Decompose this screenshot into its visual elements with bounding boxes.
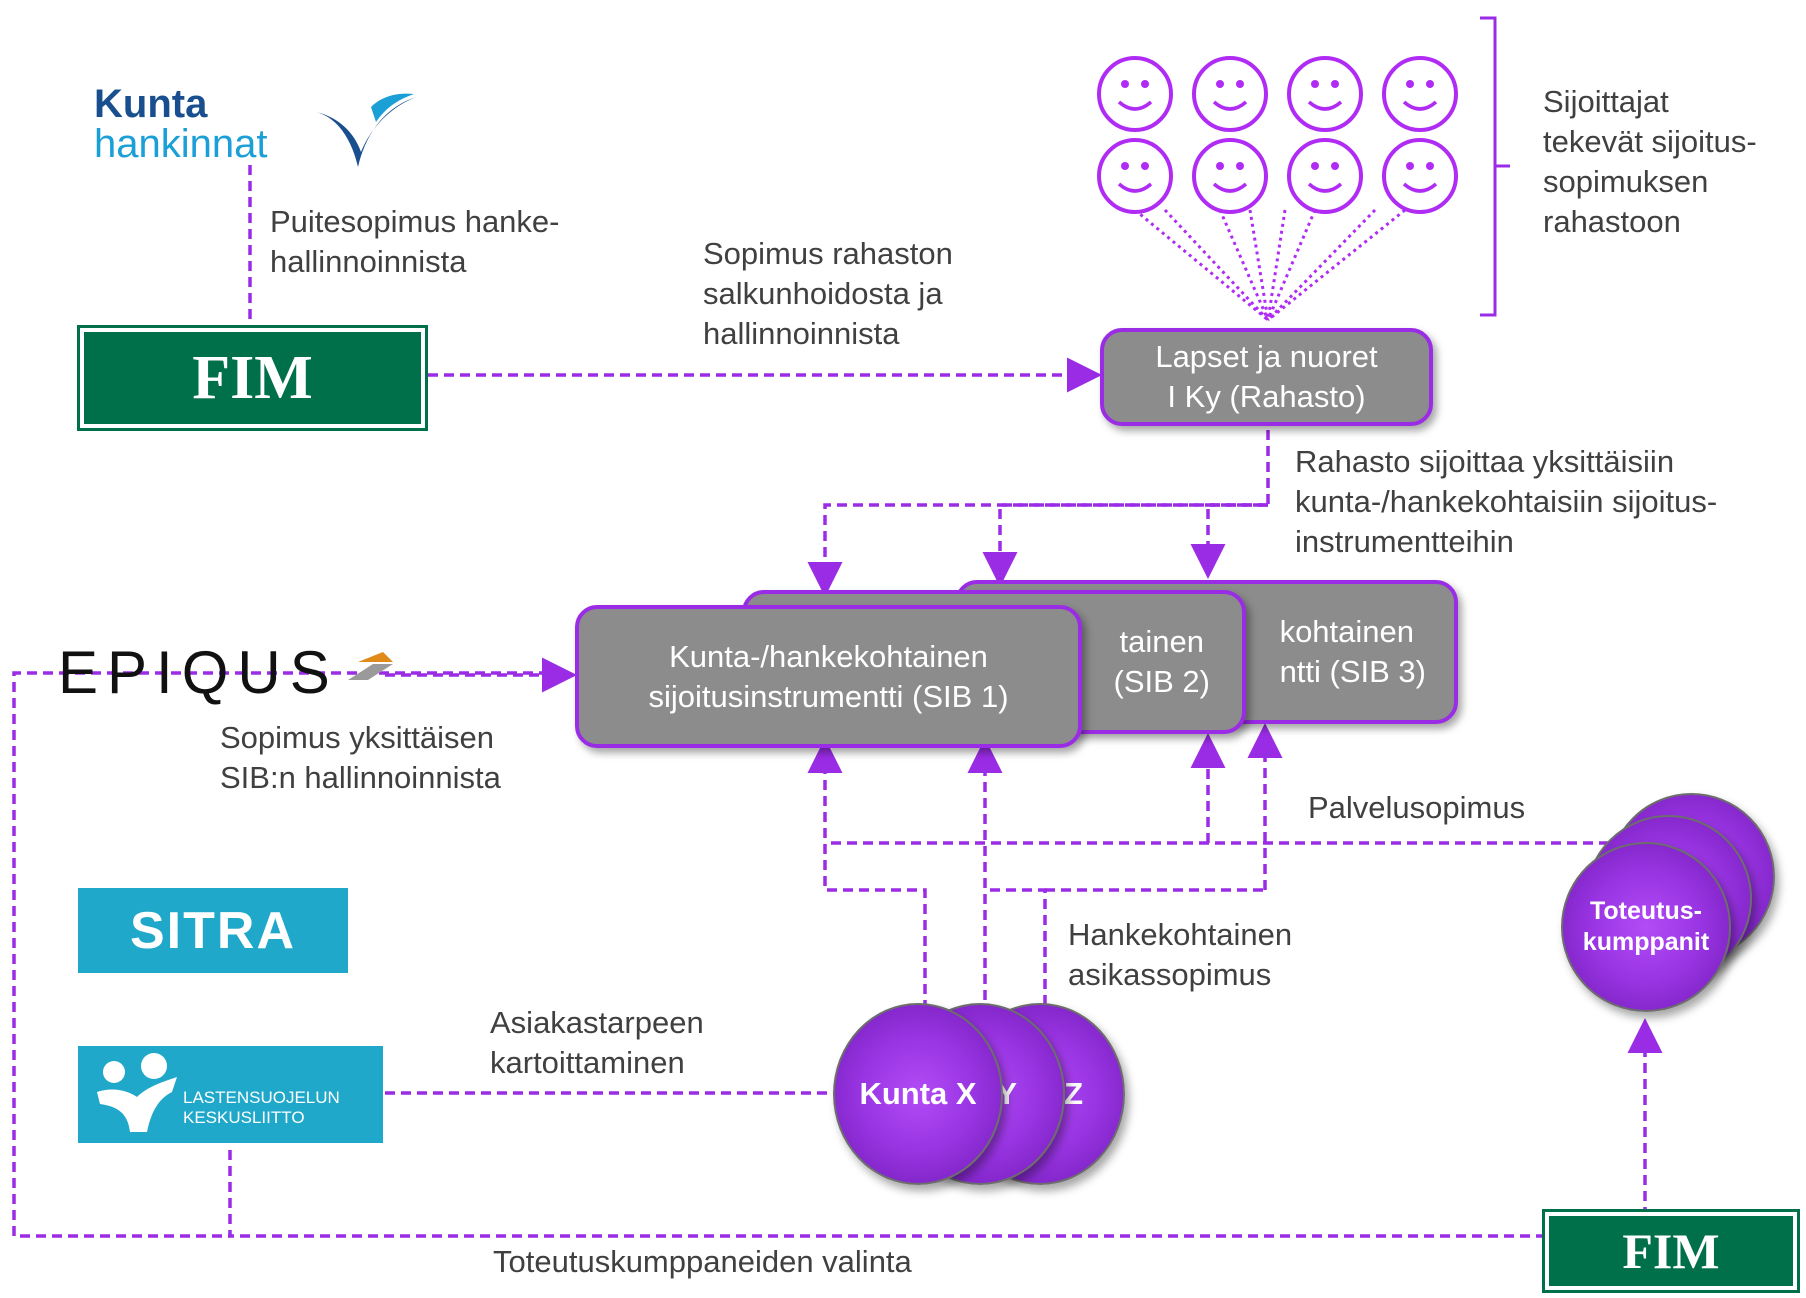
- children-icon: [97, 1053, 177, 1132]
- lastensuojelun-keskusliitto-logo: LASTENSUOJELUN KESKUSLIITTO: [78, 1046, 383, 1143]
- label-puitesopimus: Puitesopimus hanke- hallinnoinnista: [270, 204, 560, 279]
- investor-face-icon: [1382, 138, 1458, 214]
- epiqus-arrow-icon: [348, 652, 393, 680]
- investor-face-icon: [1097, 138, 1173, 214]
- kunta-x-circle: Kunta X: [833, 1003, 1003, 1185]
- sib2-label: tainen (SIB 2): [1113, 624, 1210, 699]
- label-toteutuskumppaneiden: Toteutuskumppaneiden valinta: [493, 1244, 912, 1279]
- investor-face-icon: [1382, 56, 1458, 132]
- epiqus-logo: EPIQUS: [58, 638, 398, 708]
- kunta-z-label: Z: [1064, 1076, 1083, 1111]
- label-palvelusopimus: Palvelusopimus: [1308, 790, 1526, 825]
- label-sopimus-sib: Sopimus yksittäisen SIB:n hallinnoinnist…: [220, 720, 501, 795]
- kuntahankinnat-swoosh-icon: [316, 93, 416, 167]
- rahasto-box: Lapset ja nuoret I Ky (Rahasto): [1100, 328, 1433, 426]
- label-sopimus-rahasto: Sopimus rahaston salkunhoidosta ja halli…: [703, 236, 953, 351]
- toteutus-circle: Toteutus- kumppanit: [1561, 842, 1731, 1012]
- kunta-x-label: Kunta X: [859, 1076, 977, 1111]
- fim-logo-top: FIM: [77, 325, 428, 431]
- kuntahankinnat-line2: hankinnat: [94, 122, 268, 166]
- investor-face-icon: [1287, 56, 1363, 132]
- investor-face-icon: [1287, 138, 1363, 214]
- label-rahasto-sijoittaa: Rahasto sijoittaa yksittäisiin kunta-/ha…: [1295, 444, 1718, 559]
- investor-face-icon: [1192, 138, 1268, 214]
- investor-face-icon: [1192, 56, 1268, 132]
- label-sijoittajat: Sijoittajat tekevät sijoitus- sopimuksen…: [1543, 84, 1757, 239]
- sib1-box: Kunta-/hankekohtainen sijoitusinstrument…: [575, 605, 1082, 748]
- sitra-logo: SITRA: [78, 888, 348, 973]
- lsk-line2: KESKUSLIITTO: [183, 1108, 305, 1127]
- sib3-label: kohtainen ntti (SIB 3): [1279, 614, 1426, 689]
- label-asiakastarpeen: Asiakastarpeen kartoittaminen: [490, 1005, 704, 1080]
- investor-face-icon: [1097, 56, 1173, 132]
- toteutus-label: Toteutus- kumppanit: [1582, 897, 1710, 956]
- epiqus-text: EPIQUS: [58, 639, 339, 706]
- label-hankekohtainen: Hankekohtainen asikassopimus: [1068, 917, 1293, 992]
- kuntahankinnat-logo: Kunta hankinnat: [94, 84, 424, 184]
- kuntahankinnat-line1: Kunta: [94, 82, 208, 126]
- lsk-line1: LASTENSUOJELUN: [183, 1088, 340, 1107]
- fim-logo-bottom: FIM: [1542, 1209, 1800, 1293]
